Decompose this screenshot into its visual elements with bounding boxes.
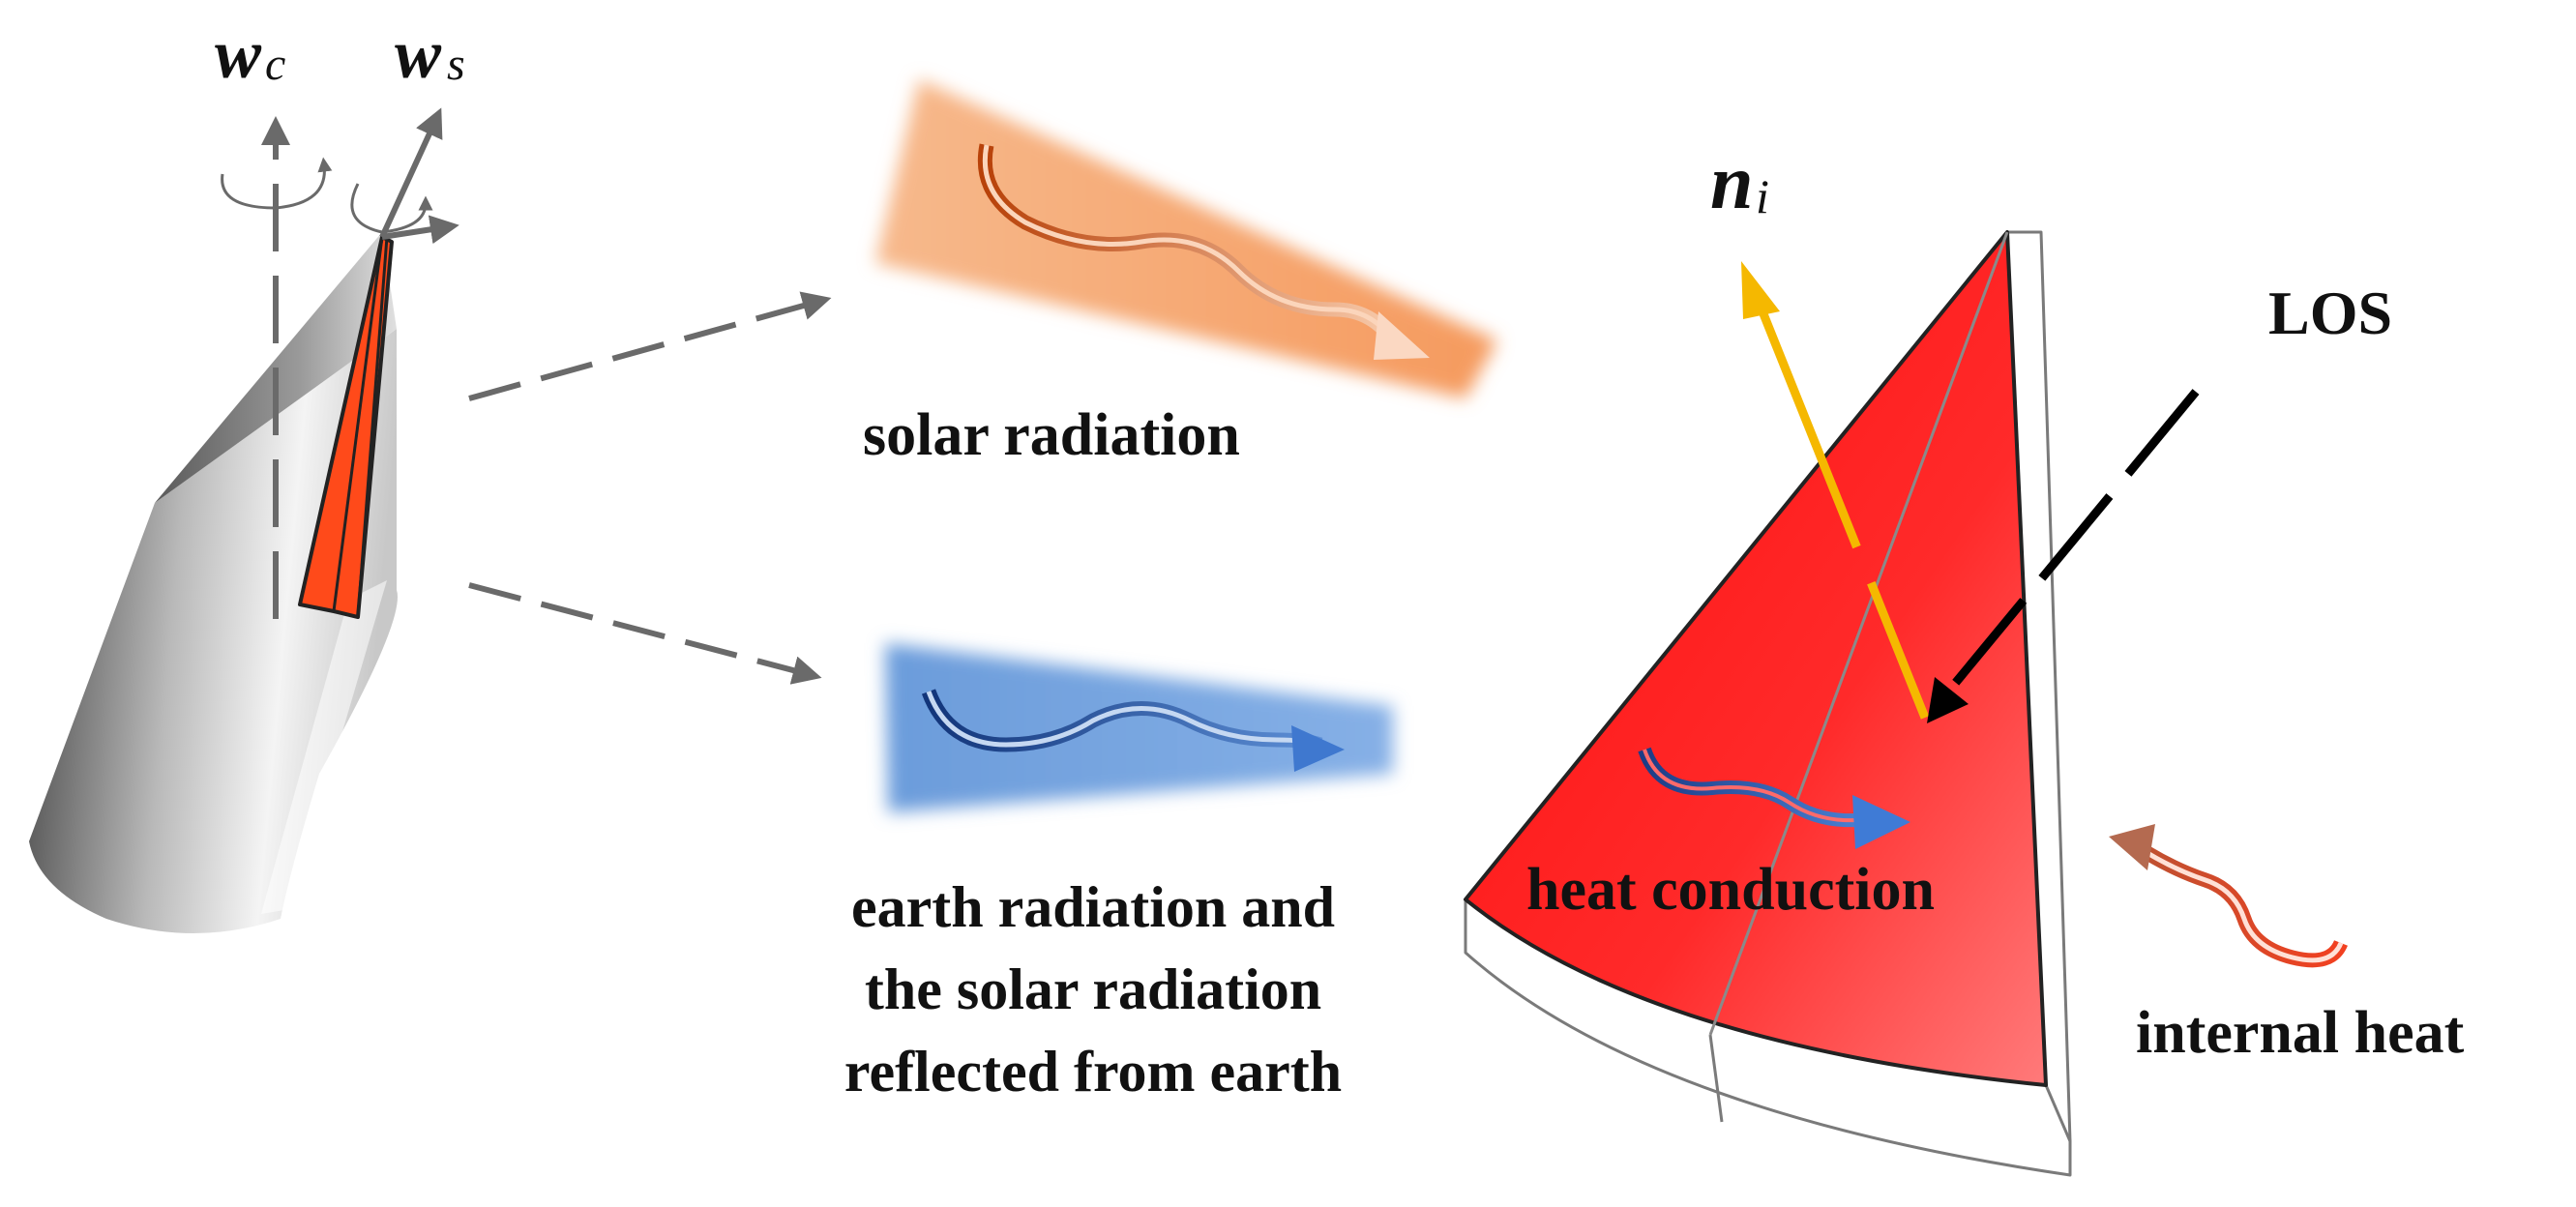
los-arrowhead: [1927, 677, 1969, 723]
symbol-ni: n i: [1710, 140, 1769, 225]
internal-wave-core: [2146, 850, 2344, 963]
arrow-to-solar: [468, 291, 832, 401]
symbol-ws: w s: [395, 15, 465, 93]
earth-band: [885, 643, 1393, 812]
ws-base: w: [395, 15, 442, 93]
heat-conduction-wave: [1638, 747, 1910, 849]
strip-edge: [332, 236, 384, 612]
solar-wave-core: [982, 144, 1385, 331]
facet-center-line: [1708, 231, 2009, 1036]
ws-rotation-arc: [350, 183, 433, 234]
rotation-axes: [221, 107, 459, 619]
earth-radiation-label: earth radiation and the solar radiation …: [844, 875, 1342, 1104]
earth-label-line-1: earth radiation and: [851, 875, 1335, 939]
normal-arrowhead: [1741, 261, 1780, 319]
ws-sub: s: [447, 39, 465, 90]
los-label: LOS: [2268, 279, 2392, 347]
los-line: [1940, 389, 2200, 699]
satellite-body: [29, 232, 398, 933]
heat-conduction-label: heat conduction: [1526, 857, 1935, 923]
symbol-wc: w c: [215, 15, 285, 93]
earth-label-line-2: the solar radiation: [865, 957, 1321, 1021]
side-wall-seam: [1708, 1034, 1724, 1123]
solar-radiation-label: solar radiation: [863, 402, 1240, 468]
earth-radiation-band: [885, 643, 1393, 812]
ni-sub: i: [1756, 169, 1769, 223]
side-wall-edge: [2044, 1084, 2072, 1142]
normal-arrow: [1754, 300, 1930, 720]
flow-arrows: [468, 291, 832, 685]
normal-vector: [1741, 261, 1930, 720]
internal-arrowhead: [2109, 824, 2155, 870]
ws-axis: [379, 107, 443, 239]
solar-radiation-band: [875, 79, 1497, 398]
arrow-to-earth: [468, 582, 822, 685]
strip-edge: [356, 236, 389, 618]
conduction-arrowhead: [1852, 795, 1910, 849]
cylinder-highlight: [261, 580, 387, 914]
earth-wave-core: [926, 691, 1321, 748]
internal-heat-label: internal heat: [2136, 1000, 2465, 1066]
wc-sub: c: [265, 39, 285, 90]
solar-wave-arrowhead: [1374, 311, 1430, 360]
ni-base: n: [1710, 140, 1754, 225]
facet-element: [1464, 230, 2072, 1177]
earth-label-line-3: reflected from earth: [844, 1040, 1342, 1104]
los-arrow: [1927, 389, 2200, 723]
wc-base: w: [215, 15, 262, 93]
facet-top-face: [1464, 230, 2048, 1087]
wc-rotation-arc: [221, 157, 333, 210]
internal-heat-wave: [2109, 824, 2348, 968]
spin-axis: [381, 215, 459, 245]
earth-wave-arrowhead: [1291, 725, 1345, 772]
conduction-wave-core: [1643, 749, 1858, 823]
